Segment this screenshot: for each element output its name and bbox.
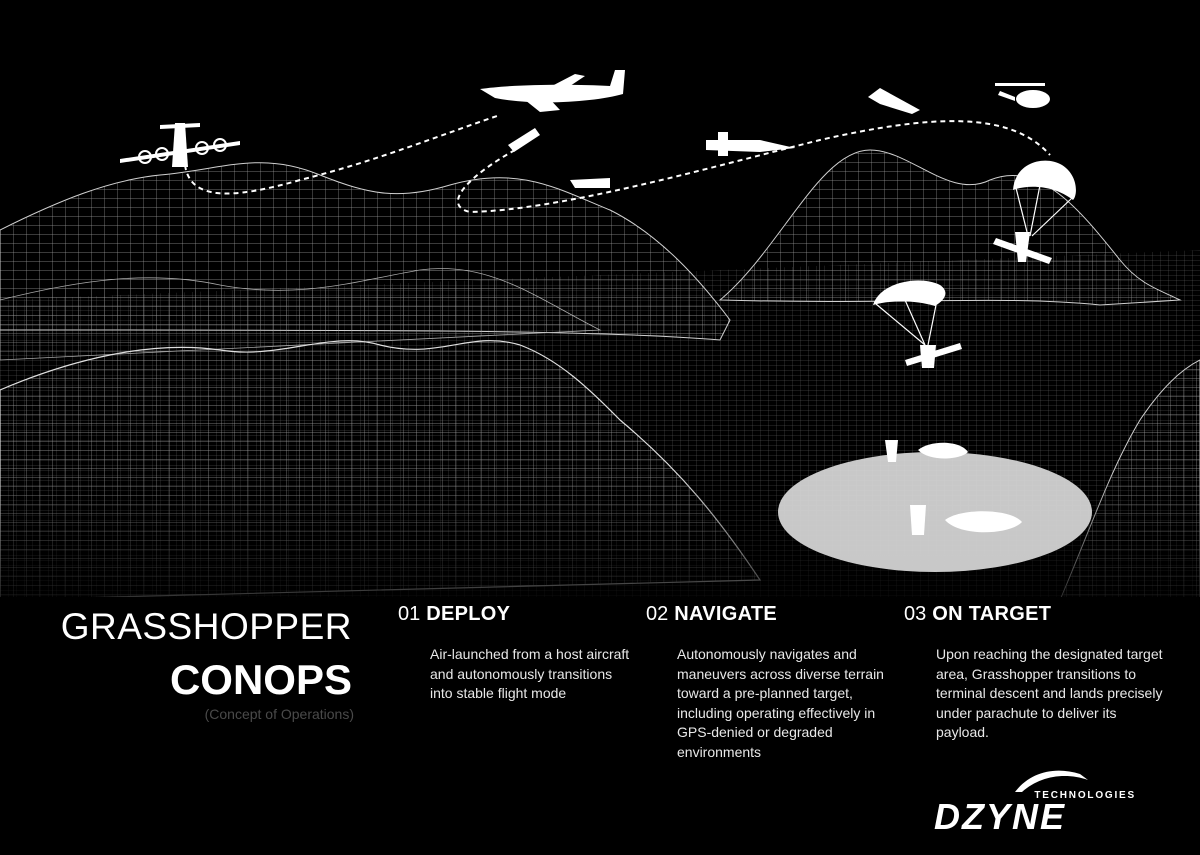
logo-swoosh-icon — [1015, 770, 1088, 792]
step-number: 03 — [904, 603, 927, 625]
title-line2: CONOPS — [169, 656, 352, 703]
step-title: NAVIGATE — [674, 603, 778, 625]
flight-path — [184, 114, 1051, 214]
turboprop-aircraft-icon — [120, 123, 240, 167]
step-navigate-description: Autonomously navigates and maneuvers acr… — [677, 646, 884, 760]
parachute-icon — [873, 160, 1076, 368]
title-line1: GRASSHOPPER — [60, 606, 352, 647]
step-title: DEPLOY — [426, 603, 511, 625]
helicopter-icon — [995, 83, 1050, 108]
landing-zone — [778, 452, 1092, 572]
step-number: 01 — [398, 603, 421, 625]
cargo-jet-icon — [480, 70, 625, 112]
dzyne-logo: TECHNOLOGIES DZYNE — [930, 764, 1170, 837]
step-title: ON TARGET — [932, 603, 1052, 625]
logo-tagline: TECHNOLOGIES — [1034, 790, 1136, 801]
step-number: 02 — [646, 603, 669, 625]
terrain-mountains-right — [718, 149, 1182, 306]
landed-payload — [885, 440, 1022, 535]
terrain-mountains-left — [0, 162, 731, 361]
subtitle: (Concept of Operations) — [204, 706, 354, 722]
step-on-target-description: Upon reaching the designated target area… — [936, 646, 1163, 740]
drone-icon — [508, 88, 920, 188]
step-deploy-description: Air-launched from a host aircraft and au… — [430, 646, 630, 701]
logo-brand: DZYNE — [934, 796, 1067, 837]
